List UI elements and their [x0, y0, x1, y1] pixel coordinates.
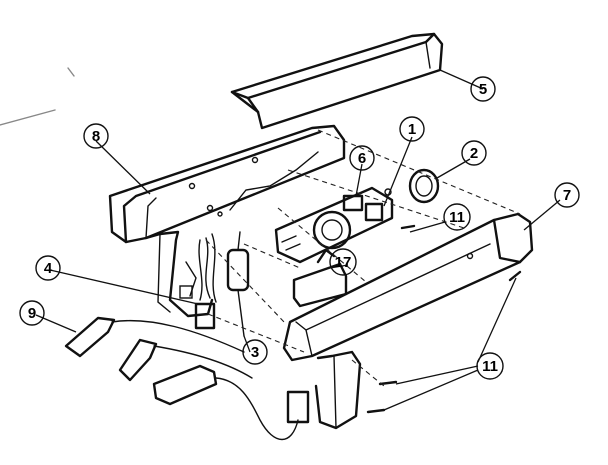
top-cover-part [230, 32, 444, 130]
callout-4: 4 [35, 255, 61, 281]
callout-11a: 11 [443, 203, 471, 231]
callout-11b: 11 [476, 352, 504, 380]
callout-8: 8 [83, 123, 109, 149]
callout-17-label: 17 [335, 254, 352, 271]
lens-part [408, 168, 440, 204]
callout-4-label: 4 [44, 260, 53, 277]
callout-2-label: 2 [470, 145, 478, 162]
leader-lines [35, 69, 561, 411]
callout-7: 7 [554, 182, 580, 208]
circuit-board-part [274, 186, 394, 264]
callout-11a-label: 11 [449, 209, 465, 226]
callout-9: 9 [19, 300, 45, 326]
callout-7-label: 7 [563, 187, 571, 204]
callout-9-label: 9 [28, 305, 36, 322]
left-housing-part [108, 124, 346, 318]
callout-6: 6 [349, 145, 375, 171]
callout-3: 3 [242, 339, 268, 365]
callout-11b-label: 11 [482, 358, 498, 375]
callout-5-label: 5 [479, 81, 487, 98]
background-marks [0, 67, 75, 126]
assembly-guide-lines [205, 129, 521, 387]
callout-5: 5 [470, 76, 496, 102]
capacitor-part [226, 231, 250, 337]
screws [366, 224, 522, 414]
callout-1: 1 [399, 116, 425, 142]
callout-8-label: 8 [92, 128, 100, 145]
battery-clip-leads [64, 316, 310, 440]
wiring-harness [179, 233, 217, 330]
right-housing-part [282, 212, 534, 430]
connector-block [194, 302, 216, 330]
callout-17: 17 [329, 248, 357, 276]
callout-2: 2 [461, 140, 487, 166]
callout-1-label: 1 [408, 121, 416, 138]
callout-6-label: 6 [358, 150, 366, 167]
callout-3-label: 3 [251, 344, 259, 361]
